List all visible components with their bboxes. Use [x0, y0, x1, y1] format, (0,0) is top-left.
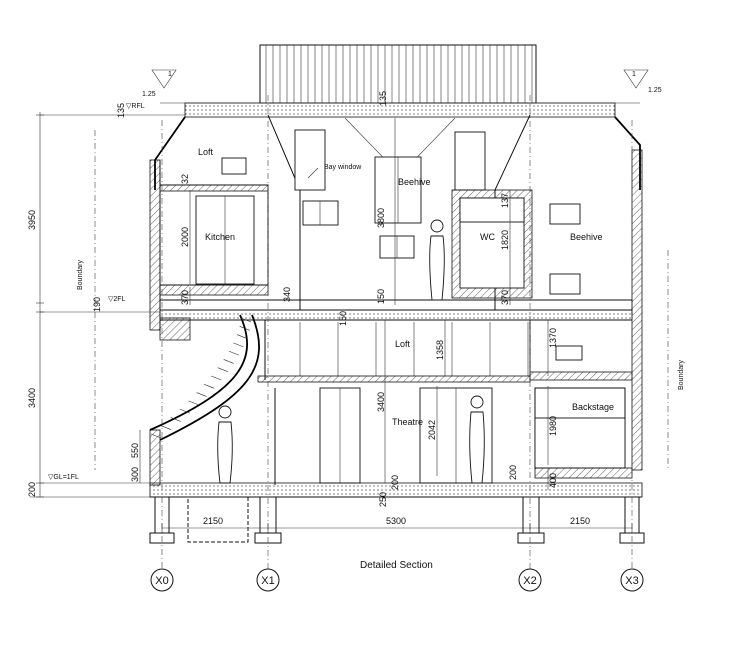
dim-400: 400 [548, 473, 558, 488]
room-label-beehive-center: Beehive [398, 177, 431, 187]
floor-2f [159, 299, 633, 341]
loft-window [221, 157, 247, 175]
dim-3400-left: 3400 [27, 388, 37, 408]
dim-3950: 3950 [27, 210, 37, 230]
slope-right-num: 1 [632, 71, 636, 78]
level-label-gl: ▽GL=1FL [48, 474, 79, 481]
grid-lines [161, 95, 633, 570]
slope-marker-right [623, 69, 649, 89]
loft-right-window [555, 345, 583, 361]
roof-panel [259, 44, 537, 104]
room-label-beehive-right: Beehive [570, 232, 603, 242]
slope-left-num: 1 [168, 71, 172, 78]
dim-3800: 3800 [376, 208, 386, 228]
dim-2000: 2000 [180, 227, 190, 247]
dim-3400-mid: 3400 [376, 392, 386, 412]
interior-dimension-lines [189, 118, 549, 490]
slope-marker-left [151, 69, 177, 89]
dim-137: 137 [500, 193, 510, 208]
dim-150-a: 150 [376, 289, 386, 304]
grid-label-x3: X3 [625, 575, 638, 587]
dim-190: 190 [92, 297, 102, 312]
backstage [534, 387, 633, 479]
beehive-right-window-upper [549, 203, 581, 225]
slope-left-den: 1.25 [142, 91, 156, 98]
left-dimension-line [36, 112, 141, 498]
dim-200-low: 200 [508, 465, 518, 480]
room-label-theatre: Theatre [392, 417, 423, 427]
grid-label-x2: X2 [523, 575, 536, 587]
person-figure-lower-right [469, 395, 485, 484]
level-lines [30, 114, 185, 498]
room-label-wc: WC [480, 232, 495, 242]
dim-370-right: 370 [500, 290, 510, 305]
kitchen-box [159, 184, 269, 296]
slope-right-den: 1.25 [648, 87, 662, 94]
grid-label-x0: X0 [155, 575, 168, 587]
grid-bubble-x2: X2 [518, 568, 542, 592]
dim-200-mid: 200 [390, 475, 400, 490]
dim-135-left: 135 [116, 103, 126, 118]
dim-5300: 5300 [386, 516, 406, 526]
dim-200-left: 200 [27, 482, 37, 497]
dim-2150-left: 2150 [203, 516, 223, 526]
curved-wall [149, 314, 260, 441]
bay-window-label: Bay window [324, 164, 362, 171]
dim-550: 550 [130, 443, 140, 458]
person-figure-lower-left [217, 405, 233, 484]
person-figure-upper [429, 219, 445, 301]
drawing-title: Detailed Section [360, 560, 433, 571]
bottom-dimension-line [161, 523, 633, 533]
grid-bubble-x1: X1 [256, 568, 280, 592]
wc-box [451, 189, 533, 299]
boundary-label-left: Boundary [77, 260, 84, 290]
dim-2042: 2042 [427, 420, 437, 440]
dim-340: 340 [282, 287, 292, 302]
beehive-right-window-lower [549, 273, 581, 295]
room-label-kitchen: Kitchen [205, 232, 235, 242]
dim-1358: 1358 [435, 340, 445, 360]
level-label-rfl: ▽RFL [126, 103, 145, 110]
grid-label-x1: X1 [261, 575, 274, 587]
grid-bubble-x0: X0 [150, 568, 174, 592]
beehive-center [267, 114, 531, 310]
dim-1980: 1980 [548, 416, 558, 436]
dim-300: 300 [130, 467, 140, 482]
dim-150-b: 150 [338, 311, 348, 326]
room-label-loft-top: Loft [198, 147, 214, 157]
dim-1370: 1370 [548, 328, 558, 348]
dim-2150-right: 2150 [570, 516, 590, 526]
dim-1820: 1820 [500, 230, 510, 250]
level-label-2fl: ▽2FL [108, 296, 126, 303]
room-label-backstage: Backstage [572, 402, 614, 412]
room-label-loft-mid: Loft [395, 339, 411, 349]
ground-slab [40, 482, 645, 544]
dim-32: 32 [180, 174, 190, 184]
boundary-label-right: Boundary [678, 360, 685, 390]
dim-250: 250 [378, 492, 388, 507]
dim-370-left: 370 [180, 290, 190, 305]
grid-bubble-x3: X3 [620, 568, 644, 592]
dim-135-top: 135 [378, 91, 388, 106]
